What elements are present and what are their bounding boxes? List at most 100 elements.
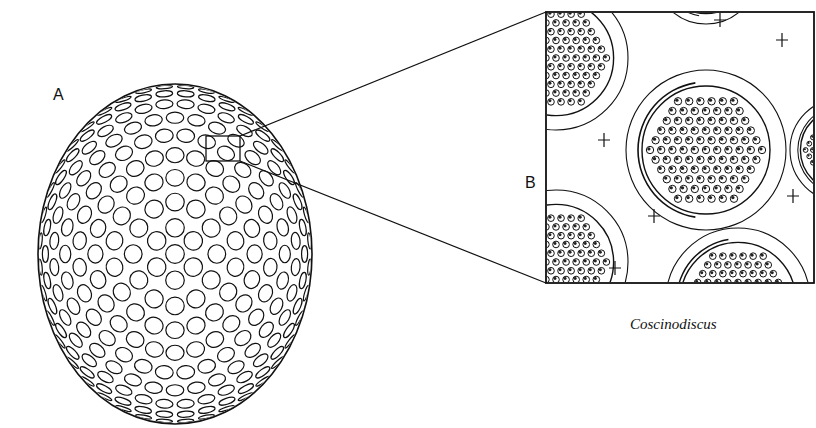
pore — [719, 137, 726, 144]
pore — [563, 72, 570, 79]
areola-hole — [72, 258, 88, 277]
pore — [702, 127, 709, 134]
pore — [735, 279, 742, 282]
pore — [603, 55, 610, 62]
areola-hole — [185, 149, 206, 168]
areola-hole — [60, 218, 75, 238]
pore — [588, 81, 595, 88]
pore — [573, 241, 580, 248]
areola-hole — [207, 120, 227, 136]
areola-hole — [65, 345, 81, 361]
areola-hole — [166, 219, 185, 237]
pore — [720, 270, 727, 277]
areola-hole — [218, 95, 234, 103]
pore — [663, 176, 670, 183]
areola-hole — [197, 393, 216, 405]
pore — [663, 117, 670, 124]
pore — [736, 185, 743, 192]
pore — [765, 279, 772, 282]
pore — [593, 37, 600, 44]
areolae — [38, 85, 312, 423]
pore — [680, 127, 687, 134]
pore — [807, 141, 812, 146]
areola-hole — [202, 300, 226, 324]
pore — [740, 270, 747, 277]
pore — [553, 259, 560, 266]
areola-hole — [198, 88, 215, 94]
areola-hole — [144, 340, 165, 359]
areola-hole — [184, 287, 208, 311]
pore — [735, 262, 742, 269]
figure-letter: A — [53, 86, 64, 104]
areola-hole — [43, 272, 52, 290]
pore — [709, 270, 716, 277]
pore — [583, 20, 590, 27]
areola-hole — [269, 147, 285, 163]
areola-hole — [177, 419, 193, 423]
pore — [725, 107, 732, 114]
pore — [547, 72, 549, 79]
pore — [753, 137, 760, 144]
areola-hole — [43, 219, 52, 237]
areola-hole — [143, 315, 165, 336]
areola-hole — [40, 285, 48, 302]
pore — [663, 156, 670, 163]
areola-hole — [302, 285, 310, 302]
pore — [742, 117, 749, 124]
pore — [736, 127, 743, 134]
pore — [719, 117, 726, 124]
areola-hole — [104, 256, 124, 277]
pore — [709, 253, 716, 260]
cross-mark — [609, 261, 621, 275]
areola-hole — [45, 182, 55, 198]
pore — [753, 156, 760, 163]
pore — [686, 176, 693, 183]
areola-detail — [547, 13, 813, 282]
areola-hole — [225, 256, 245, 277]
pore — [548, 232, 555, 239]
pore — [680, 166, 687, 173]
pore — [563, 37, 570, 44]
pore — [548, 81, 555, 88]
areola-hole — [166, 148, 184, 163]
pore — [548, 215, 555, 222]
areola-hole — [65, 139, 79, 153]
pore — [686, 117, 693, 124]
pore — [573, 259, 580, 266]
areola-hole — [72, 231, 88, 250]
chamber-wall — [666, 228, 810, 282]
pore — [573, 20, 580, 27]
areola-hole — [75, 282, 94, 304]
areola-hole — [166, 245, 185, 264]
areola-hole — [134, 393, 153, 405]
pore — [708, 117, 715, 124]
cross-mark — [648, 209, 660, 223]
areola-hole — [294, 310, 304, 326]
pore — [553, 90, 560, 97]
chamber-wall — [547, 190, 628, 282]
areola-hole — [114, 111, 133, 125]
pore — [658, 166, 665, 173]
pore — [573, 55, 580, 62]
areola-hole — [88, 217, 108, 239]
areola-hole — [302, 207, 310, 224]
pore — [674, 117, 681, 124]
pore — [547, 224, 549, 231]
areola-chamber — [654, 13, 758, 24]
pore — [755, 279, 762, 282]
areola-hole — [134, 103, 153, 115]
pore — [603, 259, 610, 266]
pore — [725, 146, 732, 153]
areola-hole — [177, 90, 194, 97]
areola-hole — [166, 193, 184, 211]
pore — [583, 37, 590, 44]
pore — [583, 90, 590, 97]
cross-mark — [776, 33, 788, 47]
pore — [691, 146, 698, 153]
pore — [747, 127, 754, 134]
pore — [568, 13, 575, 17]
pore — [750, 253, 757, 260]
pore — [715, 262, 722, 269]
